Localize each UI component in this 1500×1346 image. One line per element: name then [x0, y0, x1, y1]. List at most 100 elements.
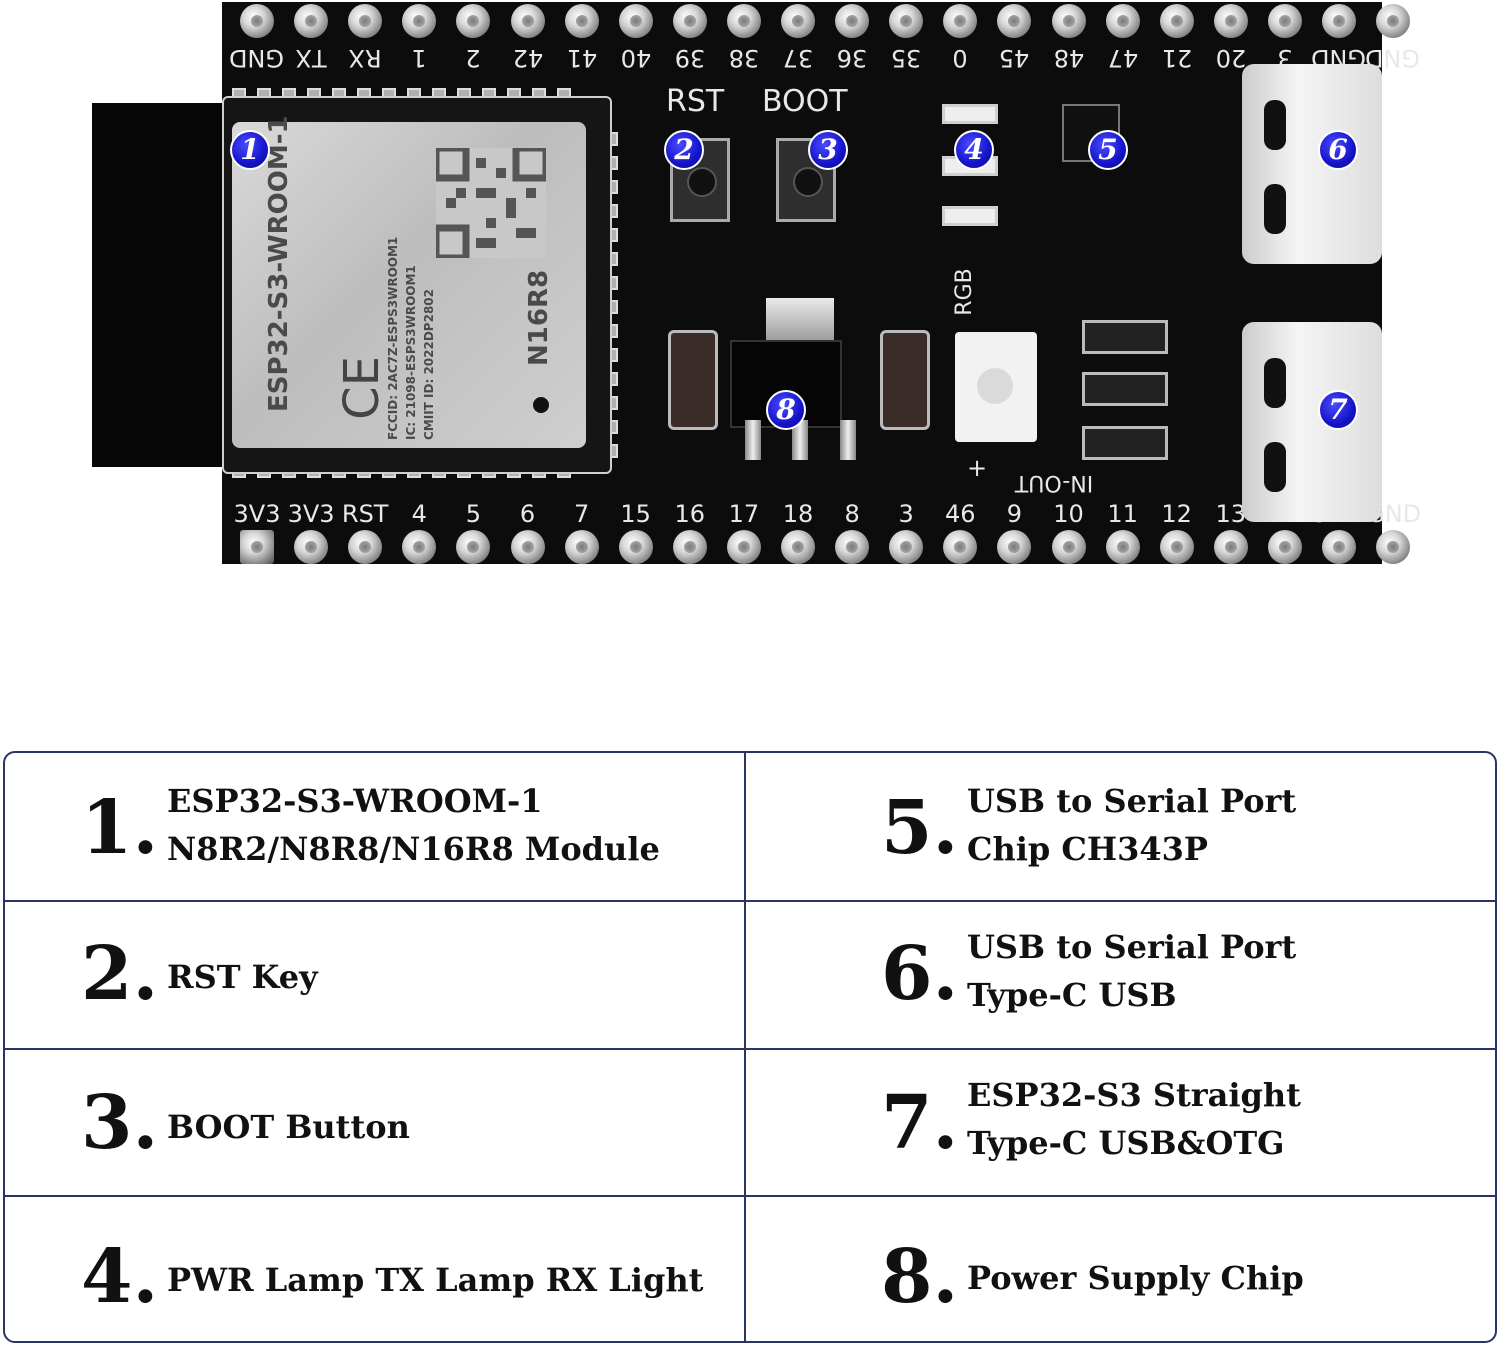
header-pin: [835, 4, 870, 38]
header-pin: [294, 530, 329, 564]
header-pin: [1051, 4, 1086, 38]
bottom-pin-label: 16: [674, 500, 706, 528]
header-pin: [564, 4, 599, 38]
header-pin: [889, 4, 924, 38]
bottom-pin-label: 18: [782, 500, 814, 528]
header-pin: [726, 4, 761, 38]
diode: [1082, 372, 1168, 406]
module-name: ESP32-S3-WROOM-1: [264, 115, 294, 412]
pwr-led: [942, 104, 998, 124]
regulator-leg: [792, 420, 808, 460]
legend-number: 1.: [81, 785, 159, 871]
header-pin: [1322, 4, 1356, 38]
header-pin: [997, 530, 1032, 564]
column-divider: [744, 753, 746, 1341]
capacitor-right: [880, 330, 930, 430]
badge-2: 2: [664, 130, 704, 170]
plus-label: +: [966, 454, 988, 482]
ce-mark: CE: [333, 356, 390, 420]
usb-c-port-serial: [1242, 64, 1382, 264]
header-pin: [564, 530, 599, 564]
module-variant: N16R8: [524, 269, 554, 366]
row-divider: [5, 1048, 1495, 1050]
top-pin-label: 40: [620, 44, 651, 72]
legend-number: 3.: [81, 1080, 159, 1166]
header-pin: [781, 530, 815, 564]
legend-number: 7.: [881, 1080, 959, 1166]
legend-text: USB to Serial Port: [967, 928, 1297, 966]
qr-code-icon: [436, 148, 546, 258]
bottom-pin-label: 10: [1053, 500, 1084, 528]
legend-table: 1. ESP32-S3-WROOM-1 N8R2/N8R8/N16R8 Modu…: [3, 751, 1497, 1343]
top-pin-label: 36: [836, 44, 868, 72]
module-ic-line: IC: 21098-ESPS3WROOM1: [404, 265, 418, 440]
header-pin: [1105, 4, 1140, 38]
bottom-pin-label: 13: [1215, 500, 1247, 528]
rst-button-label: RST: [666, 84, 725, 119]
top-pin-label: TX: [295, 44, 327, 72]
bottom-pin-label: RST: [341, 500, 389, 528]
bottom-pin-label: 12: [1161, 500, 1192, 528]
rgb-led: [955, 332, 1037, 442]
header-pin: [726, 530, 761, 564]
legend-text: USB to Serial Port: [967, 782, 1297, 820]
header-pin: [781, 4, 815, 38]
header-pin: [240, 530, 274, 564]
bottom-pin-label: 8: [844, 500, 860, 528]
bottom-pin-label: 7: [573, 500, 590, 528]
header-pin: [294, 4, 329, 38]
header-pin: [240, 4, 274, 38]
badge-5: 5: [1088, 130, 1128, 170]
top-pin-label: 38: [728, 44, 760, 72]
regulator-leg: [745, 420, 761, 460]
header-pin: [402, 4, 437, 38]
top-pin-label: 42: [512, 44, 543, 72]
header-pin: [943, 530, 978, 564]
top-pin-label: 0: [952, 44, 968, 72]
header-pin: [1051, 530, 1086, 564]
legend-number: 8.: [881, 1234, 959, 1320]
bottom-pin-label: 5: [465, 500, 482, 528]
header-pin: [889, 530, 924, 564]
header-pin: [348, 530, 383, 564]
header-pin: [1159, 530, 1194, 564]
top-pin-label: 35: [890, 44, 922, 72]
bottom-pin-label: 3: [898, 500, 914, 528]
badge-7: 7: [1318, 390, 1358, 430]
header-pin: [943, 4, 978, 38]
header-pin: [402, 530, 437, 564]
header-pin: [1105, 530, 1140, 564]
diode: [1082, 426, 1168, 460]
bottom-pin-label: 11: [1107, 500, 1138, 528]
top-pin-label: 45: [999, 44, 1030, 72]
legend-number: 6.: [881, 931, 959, 1017]
badge-4: 4: [954, 130, 994, 170]
header-pin: [618, 4, 653, 38]
header-pin: [1213, 4, 1248, 38]
rgb-label: RGB: [952, 268, 977, 316]
header-pin: [456, 530, 491, 564]
capacitor-left: [668, 330, 718, 430]
top-pin-label: 21: [1161, 44, 1192, 72]
bottom-pin-label: 3V3: [233, 500, 281, 528]
header-pin: [510, 4, 545, 38]
legend-number: 2.: [81, 931, 159, 1017]
top-pin-label: 48: [1053, 44, 1084, 72]
header-pin: [997, 4, 1032, 38]
bottom-pin-label: 15: [620, 500, 651, 528]
top-pin-label: 1: [411, 44, 427, 72]
legend-text: ESP32-S3 Straight: [967, 1076, 1301, 1114]
bottom-pin-label: 3V3: [287, 500, 335, 528]
row-divider: [5, 1195, 1495, 1197]
header-pin: [456, 4, 491, 38]
top-pin-label: 39: [674, 44, 706, 72]
header-pin: [510, 530, 545, 564]
legend-text: Type-C USB: [967, 976, 1177, 1014]
header-pin: [672, 4, 707, 38]
badge-8: 8: [766, 390, 806, 430]
bottom-pin-label: 6: [519, 500, 536, 528]
bottom-pin-label: 46: [945, 500, 976, 528]
diode: [1082, 320, 1168, 354]
legend-text: PWR Lamp TX Lamp RX Light: [167, 1261, 704, 1299]
